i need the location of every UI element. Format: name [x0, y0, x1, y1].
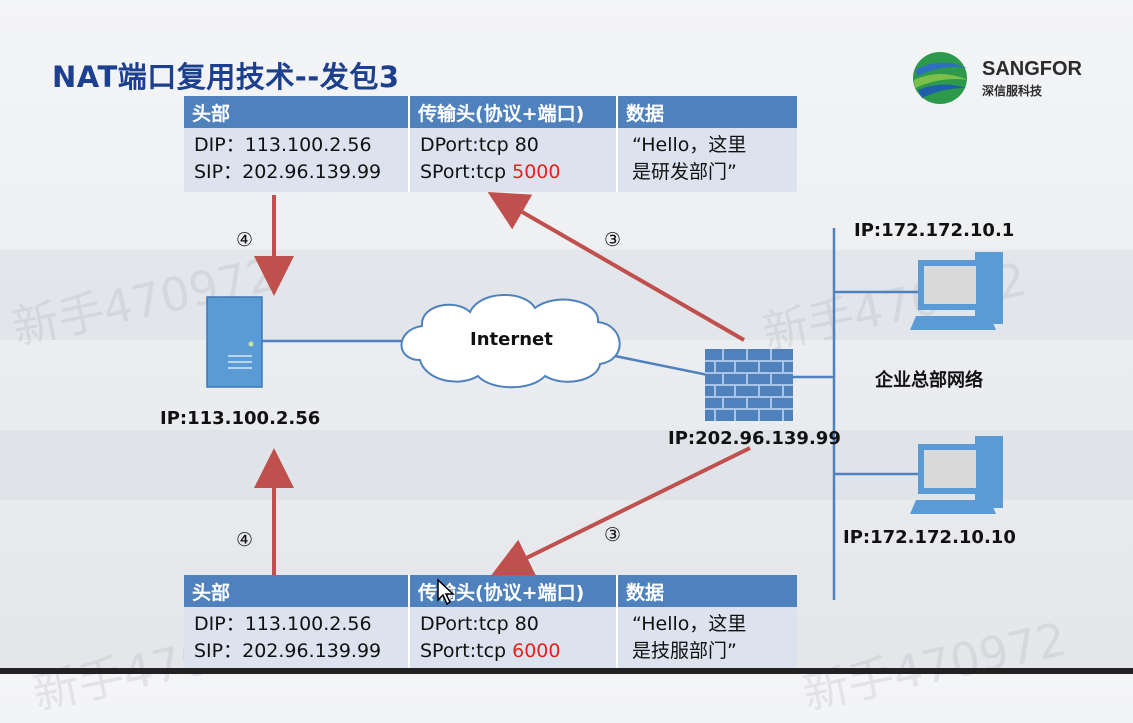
computer-icon [910, 252, 1003, 330]
slide-title: NAT端口复用技术--发包3 [52, 60, 400, 94]
sangfor-logo-icon [913, 52, 968, 104]
enterprise-network-label: 企业总部网络 [875, 370, 983, 391]
step4-label: ④ [236, 229, 254, 251]
server-icon [206, 296, 263, 388]
header-cell: 数据 [618, 96, 797, 128]
header-cell: 头部 [184, 575, 410, 607]
pc2-ip-label: IP:172.172.10.10 [843, 527, 1016, 548]
packet-table-bottom: 头部 传输头(协议+端口) 数据 DIP：113.100.2.56 SIP：20… [184, 575, 797, 671]
ip-header-cell: DIP：113.100.2.56 SIP：202.96.139.99 [184, 607, 410, 671]
firewall-icon [705, 349, 793, 421]
header-cell: 传输头(协议+端口) [410, 96, 618, 128]
packet-table-top: 头部 传输头(协议+端口) 数据 DIP：113.100.2.56 SIP：20… [184, 96, 797, 192]
header-cell: 数据 [618, 575, 797, 607]
network-diagram [206, 192, 1003, 600]
internet-label: Internet [470, 329, 553, 350]
internet-firewall-link [609, 353, 709, 377]
sport-text: SPort:tcp [420, 161, 513, 183]
transport-cell: DPort:tcp 80 SPort:tcp 6000 [410, 607, 618, 671]
dport-text: DPort:tcp 80 [420, 134, 539, 156]
dip-text: DIP：113.100.2.56 [194, 134, 372, 156]
payload-cell: “Hello，这里 是研发部门” [618, 128, 797, 192]
ip-header-cell: DIP：113.100.2.56 SIP：202.96.139.99 [184, 128, 410, 192]
step4-label: ④ [236, 529, 254, 551]
step3-label: ③ [604, 524, 622, 546]
transport-cell: DPort:tcp 80 SPort:tcp 5000 [410, 128, 618, 192]
sip-text: SIP：202.96.139.99 [194, 161, 382, 183]
sangfor-logo: SANGFOR 深信服科技 [912, 50, 1092, 110]
firewall-ip-label: IP:202.96.139.99 [668, 428, 841, 449]
pc1-ip-label: IP:172.172.10.1 [854, 220, 1015, 241]
step3-label: ③ [604, 229, 622, 251]
mouse-cursor-icon [437, 578, 455, 606]
dport-text: DPort:tcp 80 [420, 613, 539, 635]
payload-line: 是技服部门” [632, 640, 737, 662]
sport-value: 5000 [512, 161, 561, 183]
internet-cloud-icon [400, 294, 621, 389]
header-cell: 头部 [184, 96, 410, 128]
computer-icon [910, 436, 1003, 514]
bottom-bar [0, 668, 1133, 674]
sip-text: SIP：202.96.139.99 [194, 640, 382, 662]
payload-line: 是研发部门” [632, 161, 737, 183]
logo-subtitle: 深信服科技 [982, 84, 1043, 98]
step3-arrow-bottom [491, 446, 751, 576]
step3-arrow-top [487, 192, 745, 342]
payload-line: “Hello，这里 [632, 613, 747, 635]
payload-line: “Hello，这里 [632, 134, 747, 156]
server-ip-label: IP:113.100.2.56 [160, 408, 321, 429]
dip-text: DIP：113.100.2.56 [194, 613, 372, 635]
sport-value: 6000 [512, 640, 561, 662]
payload-cell: “Hello，这里 是技服部门” [618, 607, 797, 671]
logo-name: SANGFOR [982, 58, 1082, 80]
sport-text: SPort:tcp [420, 640, 513, 662]
